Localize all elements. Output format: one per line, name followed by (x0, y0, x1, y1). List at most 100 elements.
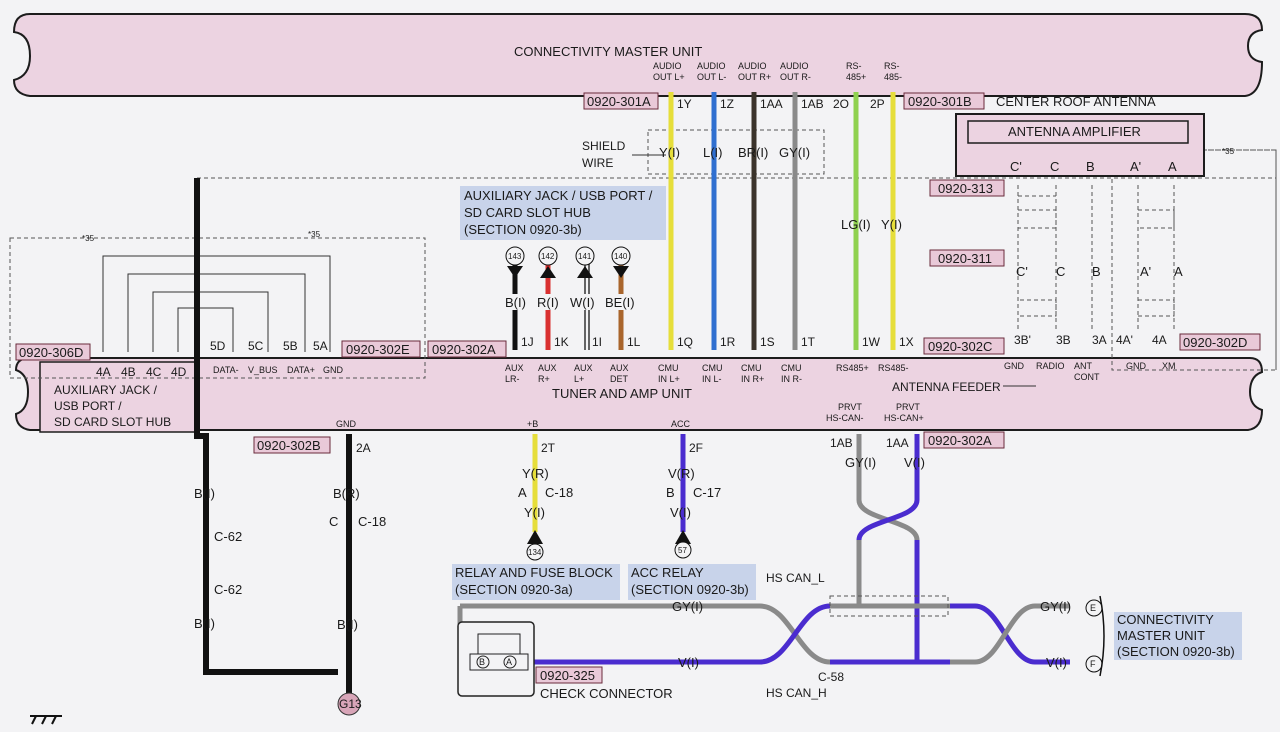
svg-text:HS CAN_H: HS CAN_H (766, 686, 827, 700)
check-connector-label: CHECK CONNECTOR (540, 686, 673, 701)
tuner-pin-2: 1R (720, 335, 736, 349)
svg-text:2F: 2F (689, 441, 703, 455)
ground-labels: GND 2A B(R) C C-18 B(I) B(I) C-62 C-62 B… (194, 419, 386, 632)
cmu-func-6a: RS- (884, 61, 900, 71)
svg-text:GY(I): GY(I) (672, 599, 703, 614)
cmu-pin-5: 2O (833, 97, 849, 111)
svg-text:CMU: CMU (702, 363, 723, 373)
svg-text:ANT: ANT (1074, 361, 1093, 371)
svg-text:B(R): B(R) (333, 486, 360, 501)
svg-text:C-62: C-62 (214, 582, 242, 597)
svg-text:B(I): B(I) (194, 486, 215, 501)
svg-text:5D: 5D (210, 339, 226, 353)
svg-text:1AB: 1AB (830, 436, 853, 450)
svg-text:CMU: CMU (741, 363, 762, 373)
svg-text:A': A' (1130, 159, 1141, 174)
aux-circle-3: 141 (578, 252, 592, 261)
svg-text:V(I): V(I) (670, 505, 691, 520)
svg-text:4C: 4C (146, 365, 162, 379)
svg-text:HS-CAN-: HS-CAN- (826, 413, 864, 423)
svg-text:GY(I): GY(I) (1040, 599, 1071, 614)
relay-ref-2: (SECTION 0920-3a) (455, 582, 573, 597)
connectivity-master-unit-body (12, 13, 1264, 97)
tuner-unit-title: TUNER AND AMP UNIT (552, 386, 692, 401)
svg-text:IN L+: IN L+ (658, 374, 680, 384)
svg-text:F: F (1090, 659, 1096, 669)
svg-text:1AA: 1AA (886, 436, 909, 450)
center-roof-antenna: CENTER ROOF ANTENNA (996, 94, 1156, 109)
acc-ref-1: ACC RELAY (631, 565, 704, 580)
svg-text:4B: 4B (121, 365, 136, 379)
ground-symbol-icon (30, 715, 62, 725)
svg-text:LR-: LR- (505, 374, 520, 384)
cmu-func-1b: OUT L+ (653, 72, 685, 82)
tag-325: 0920-325 (540, 668, 595, 683)
svg-text:B: B (666, 485, 675, 500)
ground-id: G13 (339, 697, 362, 711)
svg-text:C-58: C-58 (818, 670, 844, 684)
svg-text:HS-CAN+: HS-CAN+ (884, 413, 924, 423)
antenna-pin-labels: C' C B A' A C' C B A' A 3B' 3B 3A 4A' 4A… (1004, 159, 1183, 382)
cmu-wire-color-6: Y(I) (881, 217, 902, 232)
acc-ref-2: (SECTION 0920-3b) (631, 582, 749, 597)
cmu-func-2a: AUDIO (697, 61, 726, 71)
aux-hub-title-2: USB PORT / (54, 399, 122, 413)
svg-text:V(I): V(I) (1046, 655, 1067, 670)
svg-text:3A: 3A (1092, 333, 1107, 347)
svg-text:C: C (329, 514, 338, 529)
svg-text:4D: 4D (171, 365, 187, 379)
cmu-func-1a: AUDIO (653, 61, 682, 71)
svg-text:RADIO: RADIO (1036, 361, 1065, 371)
tag-302c: 0920-302C (928, 339, 992, 354)
ground-wires (194, 178, 352, 700)
svg-text:1K: 1K (554, 335, 569, 349)
svg-text:DATA+: DATA+ (287, 365, 315, 375)
tag-313: 0920-313 (938, 181, 993, 196)
svg-text:134: 134 (528, 548, 542, 557)
shield-mark-3: *35 (1222, 147, 1235, 156)
svg-text:CONT: CONT (1074, 372, 1100, 382)
aux-hub-title-3: SD CARD SLOT HUB (54, 415, 171, 429)
cmu-pin-4: 1AB (801, 97, 824, 111)
aux-ref-3: (SECTION 0920-3b) (464, 222, 582, 237)
svg-text:B(I): B(I) (337, 617, 358, 632)
svg-text:ACC: ACC (671, 419, 691, 429)
svg-text:1L: 1L (627, 335, 641, 349)
svg-text:GND: GND (1126, 361, 1147, 371)
tag-302d: 0920-302D (1183, 335, 1247, 350)
cmu-pin-3: 1AA (760, 97, 783, 111)
cmu-func-3a: AUDIO (738, 61, 767, 71)
svg-text:IN R+: IN R+ (741, 374, 764, 384)
tag-306d: 0920-306D (19, 345, 83, 360)
svg-text:CMU: CMU (781, 363, 802, 373)
svg-text:Y(R): Y(R) (522, 466, 549, 481)
svg-text:C-62: C-62 (214, 529, 242, 544)
usb-hub-wires (102, 255, 331, 352)
cmu-ref-1: CONNECTIVITY (1117, 612, 1214, 627)
shield-mark-2: *35 (308, 230, 321, 239)
cmu-ref-2: MASTER UNIT (1117, 628, 1205, 643)
svg-text:PRVT: PRVT (896, 402, 920, 412)
cmu-func-5a: RS- (846, 61, 862, 71)
svg-text:C: C (1050, 159, 1059, 174)
cmu-wire-color-3: BR(I) (738, 145, 768, 160)
hub-pin-numbers: 4A 4B 4C 4D 5D 5C 5B 5A DATA- V_BUS DATA… (96, 339, 344, 379)
svg-text:57: 57 (678, 546, 687, 555)
svg-text:RS485+: RS485+ (836, 363, 869, 373)
svg-text:AUX: AUX (505, 363, 524, 373)
acc-labels: ACC 2F V(R) B C-17 V(I) 57 (666, 419, 721, 555)
relay-ref-1: RELAY AND FUSE BLOCK (455, 565, 613, 580)
tuner-pin-1: 1Q (677, 335, 693, 349)
antenna-wires (1017, 185, 1175, 330)
svg-text:A: A (518, 485, 527, 500)
svg-text:4A: 4A (96, 365, 111, 379)
svg-text:IN R-: IN R- (781, 374, 802, 384)
tuner-pin-5: 1W (862, 335, 881, 349)
svg-text:3B: 3B (1056, 333, 1071, 347)
cmu-wire-color-1: Y(I) (659, 145, 680, 160)
svg-text:HS CAN_L: HS CAN_L (766, 571, 825, 585)
svg-text:1J: 1J (521, 335, 534, 349)
aux-circle-4: 140 (614, 252, 628, 261)
shield-dashed-areas (9, 129, 1277, 379)
